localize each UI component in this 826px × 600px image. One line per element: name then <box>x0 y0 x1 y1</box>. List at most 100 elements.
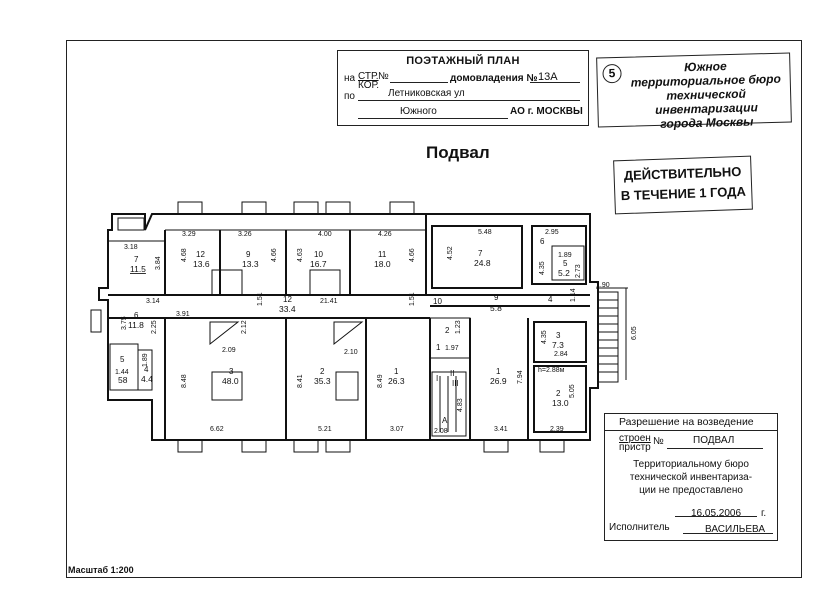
permission-no-value: ПОДВАЛ <box>693 435 735 446</box>
room-number: 4 <box>144 365 149 374</box>
str-label: СТР. <box>358 71 379 82</box>
room-number: 2 <box>556 389 561 398</box>
room-number: 6 <box>134 311 139 320</box>
room-area: 11.5 <box>130 264 146 274</box>
dimension: 8.49 <box>377 374 384 388</box>
room-labels: 7 11.5 12 13.6 9 13.3 10 16.7 11 18.0 7 … <box>118 237 570 408</box>
room-area: 13.3 <box>242 259 259 269</box>
room-number: 2 <box>445 326 450 335</box>
dimension: 4.52 <box>447 246 454 260</box>
dimension: 3.14 <box>146 298 160 305</box>
dimension: 1.51 <box>409 292 416 306</box>
dimension: 3.91 <box>176 311 190 318</box>
dimension: 1.51 <box>257 292 264 306</box>
room-area: 13.0 <box>552 398 569 408</box>
message-line-2: технической инвентариза- <box>629 472 753 483</box>
dimension: 3.07 <box>390 426 404 433</box>
dimension: 8.48 <box>181 374 188 388</box>
dimension: 3.29 <box>182 231 196 238</box>
dimension: 2.73 <box>575 264 582 278</box>
permission-no-label: № <box>653 436 664 447</box>
room-area: 26.9 <box>490 376 507 386</box>
room-number: 12 <box>283 295 292 304</box>
dimension: 4.00 <box>318 231 332 238</box>
room-number: 10 <box>314 250 323 259</box>
stair-label: III <box>452 379 459 388</box>
executor-label: Исполнитель <box>609 522 670 533</box>
dimension: 5.05 <box>569 384 576 398</box>
room-number: 4 <box>548 295 553 304</box>
room-number: 12 <box>196 250 205 259</box>
room-area: 5.8 <box>490 303 502 313</box>
room-number: 1 <box>436 343 441 352</box>
dimension: 2.09 <box>222 347 236 354</box>
dimension: 4.35 <box>539 261 546 275</box>
dimension: 1.44 <box>115 369 129 376</box>
dimension: 2.10 <box>344 349 358 356</box>
room-number: 3 <box>556 331 561 340</box>
district-name: Южного <box>400 106 437 117</box>
room-number: 6 <box>540 237 545 246</box>
stair-label: A <box>442 416 448 425</box>
room-area: 4.4 <box>141 374 153 384</box>
scale-label: Масштаб 1:200 <box>68 565 134 575</box>
room-area: 35.3 <box>314 376 331 386</box>
permission-date: 16.05.2006 <box>691 508 742 519</box>
po-label: по <box>344 91 355 102</box>
dimension: 4.63 <box>297 248 304 262</box>
room-number: 7 <box>134 255 139 264</box>
dimension: 4.66 <box>409 248 416 262</box>
room-number: 7 <box>478 249 483 258</box>
plan-header: ПОЭТАЖНЫЙ ПЛАН на СТР. КОР. № домовладен… <box>337 50 589 126</box>
dimension: 5.21 <box>318 426 332 433</box>
room-area: 5.2 <box>558 268 570 278</box>
room-area: 13.6 <box>193 259 210 269</box>
room-number: 1 <box>496 367 501 376</box>
message-line-3: ции не предоставлено <box>639 485 743 496</box>
room-number: 10 <box>433 297 442 306</box>
room-number: 5 <box>120 355 125 364</box>
dimension: 6.05 <box>631 326 638 340</box>
dimension: 6.62 <box>210 426 224 433</box>
dimension: 4.68 <box>181 248 188 262</box>
no-label: № <box>378 71 389 82</box>
dimension: 3.41 <box>494 426 508 433</box>
dimension: 1.89 <box>558 252 572 259</box>
dimension: 7.94 <box>517 370 524 384</box>
kor-label: КОР. <box>358 80 380 91</box>
dimension: 2.84 <box>554 351 568 358</box>
room-area: 18.0 <box>374 259 391 269</box>
room-area: 11.8 <box>128 320 144 330</box>
permission-title: Разрешение на возведение <box>605 414 777 431</box>
room-area: 26.3 <box>388 376 405 386</box>
height-note: h=2.88м <box>538 367 565 374</box>
dimension-labels: 3.18 3.29 3.26 4.00 4.26 5.48 2.95 1.89 … <box>115 229 638 435</box>
drawing-frame <box>66 40 802 578</box>
room-number: 9 <box>246 250 251 259</box>
dimension: 5.48 <box>478 229 492 236</box>
dimension: 21.41 <box>320 298 338 305</box>
dimension: 1.14 <box>570 288 577 302</box>
street-name: Летниковская ул <box>388 88 465 99</box>
stair-label: II <box>450 369 454 378</box>
stroen-label: строен <box>619 433 651 444</box>
room-area: 48.0 <box>222 376 239 386</box>
room-number: 11 <box>378 250 387 259</box>
room-number: 9 <box>494 293 499 302</box>
message-line-1: Территориальному бюро <box>633 459 749 470</box>
room-area: 7.3 <box>552 340 564 350</box>
dimension: 2.39 <box>550 426 564 433</box>
dimension: 1.97 <box>445 345 459 352</box>
dimension: 3.26 <box>238 231 252 238</box>
ao-label: АО г. МОСКВЫ <box>510 106 583 117</box>
dimension: 4.66 <box>271 248 278 262</box>
dimension: 2.25 <box>151 320 158 334</box>
dimension: 3.84 <box>155 256 162 270</box>
permission-box: Разрешение на возведение строен пристр №… <box>604 413 778 541</box>
room-area: 16.7 <box>310 259 327 269</box>
dimension: 8.41 <box>297 374 304 388</box>
dimension: 1.90 <box>596 282 610 289</box>
domovladenia-label: домовладения № <box>450 73 538 84</box>
room-area: 24.8 <box>474 258 491 268</box>
room-number: 2 <box>320 367 325 376</box>
